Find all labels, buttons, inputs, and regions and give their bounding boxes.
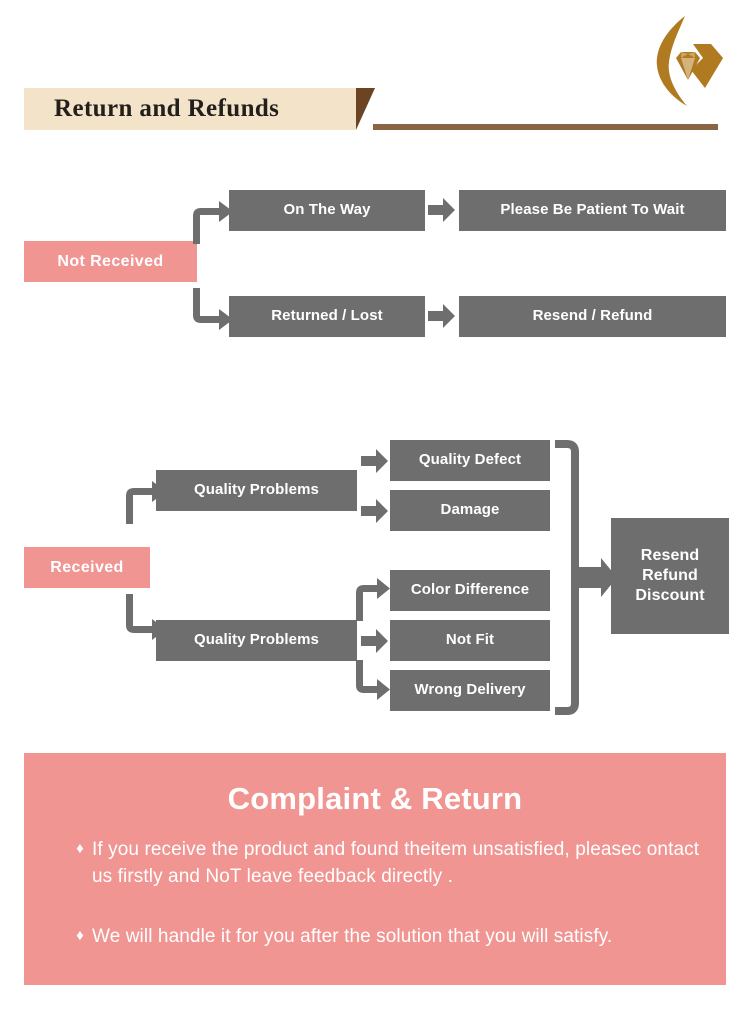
complaint-title: Complaint & Return <box>227 781 523 816</box>
complaint-bullet-text-2: We will handle it for you after the solu… <box>92 926 613 947</box>
arrow-right-on-the-way <box>428 197 456 223</box>
complaint-bullet-text-1: If you receive the product and found the… <box>92 839 700 887</box>
arrow-right-returned-lost <box>428 303 456 329</box>
page-title: Return and Refunds <box>54 95 280 122</box>
resolution-line-resend: Resend <box>640 547 700 564</box>
flow-stage-on-the-way[interactable]: On The Way <box>229 190 425 231</box>
gem-flame-logo-icon <box>645 14 727 108</box>
complaint-bullet-item: ♦ If you receive the product and found t… <box>68 836 708 890</box>
flow-reason-not-fit[interactable]: Not Fit <box>390 620 550 661</box>
resolution-line-refund: Refund <box>642 567 698 584</box>
flow-resolution-box[interactable]: Resend Refund Discount <box>611 518 729 634</box>
flow-stage-returned-lost[interactable]: Returned / Lost <box>229 296 425 337</box>
flow-reason-damage[interactable]: Damage <box>390 490 550 531</box>
banner-plate <box>24 88 356 130</box>
elbow-arrow-down-returned-lost <box>189 288 235 338</box>
flow-reason-quality-defect[interactable]: Quality Defect <box>390 440 550 481</box>
elbow-arrow-up-color-difference <box>352 573 392 621</box>
banner-tail-triangle <box>356 88 375 130</box>
elbow-arrow-down-wrong-delivery <box>352 660 392 708</box>
resolution-line-discount: Discount <box>635 587 705 604</box>
elbow-arrow-up-on-the-way <box>189 194 235 244</box>
flow-reason-wrong-delivery[interactable]: Wrong Delivery <box>390 670 550 711</box>
flow-outcome-please-be-patient[interactable]: Please Be Patient To Wait <box>459 190 726 231</box>
merge-bracket-connector <box>553 440 631 715</box>
arrow-right-not-fit <box>361 628 389 654</box>
banner-rule-line <box>373 124 718 130</box>
diamond-bullet-icon: ♦ <box>76 927 84 944</box>
arrow-right-damage <box>361 498 389 524</box>
flow-outcome-resend-refund[interactable]: Resend / Refund <box>459 296 726 337</box>
diamond-bullet-icon: ♦ <box>76 840 84 857</box>
flow-source-received[interactable]: Received <box>24 547 150 588</box>
page-header: Return and Refunds <box>0 0 750 150</box>
complaint-panel: Complaint & Return ♦ If you receive the … <box>24 753 726 985</box>
flow-reason-color-difference[interactable]: Color Difference <box>390 570 550 611</box>
arrow-right-quality-defect <box>361 448 389 474</box>
flow-source-not-received[interactable]: Not Received <box>24 241 197 282</box>
complaint-bullet-item: ♦ We will handle it for you after the so… <box>68 923 708 950</box>
flow-category-quality-problems-2[interactable]: Quality Problems <box>156 620 357 661</box>
flow-category-quality-problems-1[interactable]: Quality Problems <box>156 470 357 511</box>
